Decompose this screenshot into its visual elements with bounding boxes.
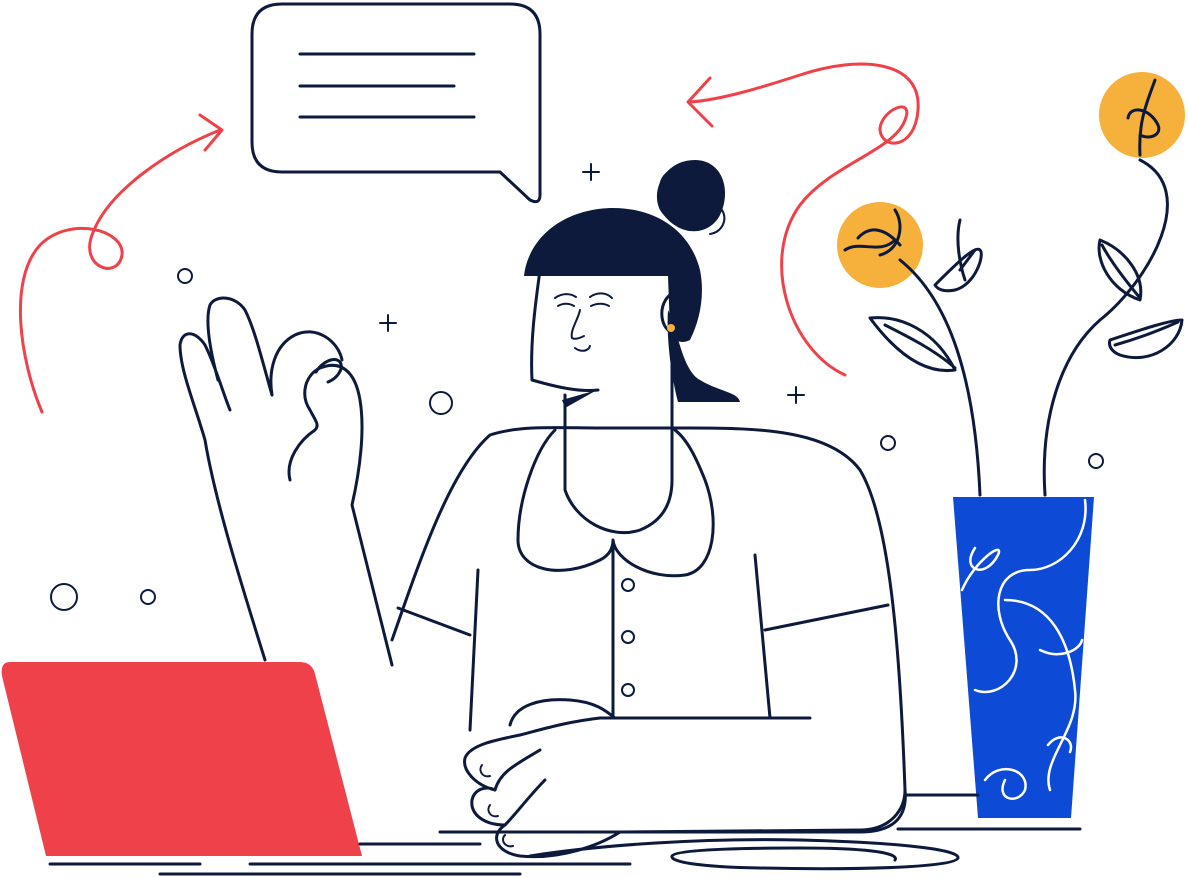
flower-icon-right <box>1042 72 1185 497</box>
person-hand-resting <box>463 698 907 859</box>
person-head <box>524 160 740 535</box>
person-torso <box>390 426 907 834</box>
arrow-icon-left <box>18 113 224 414</box>
flower-icon-left <box>837 202 983 497</box>
person-hand-ok <box>178 296 394 667</box>
speech-bubble-icon <box>250 2 542 204</box>
desk-surface <box>48 793 980 876</box>
vase-icon <box>953 497 1094 831</box>
sparkle-icon-group <box>50 163 1104 611</box>
laptop-icon <box>1 662 482 856</box>
arrow-icon-right <box>686 62 920 377</box>
